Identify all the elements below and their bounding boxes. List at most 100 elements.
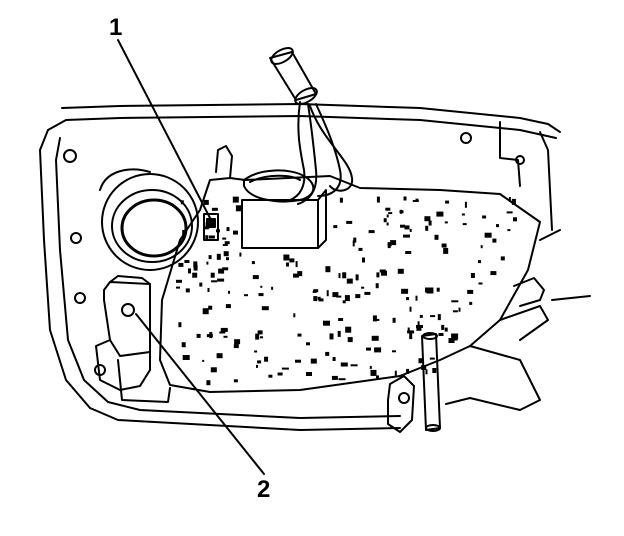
valve-port-pattern [176,196,517,386]
valve-port [386,222,389,226]
valve-port [478,260,481,264]
valve-port [352,240,355,247]
valve-port [178,322,182,328]
valve-port [397,268,404,274]
valve-port [261,306,269,311]
valve-port [451,333,459,340]
valve-port [233,230,238,235]
valve-port [206,380,211,386]
valve-port [400,224,405,228]
valve-port [233,379,238,383]
valve-port [350,364,358,367]
valve-port [401,288,409,294]
valve-port [372,315,377,322]
valve-port [436,287,440,292]
valve-port [260,285,263,288]
valve-port [297,271,303,277]
valve-port [210,367,217,373]
valve-port [400,209,402,214]
valve-port [461,213,465,216]
leader-line-2 [135,313,265,475]
valve-port [511,198,516,205]
valve-port [437,314,441,321]
valve-port [226,257,229,261]
lower-bracket [387,375,415,433]
valve-port [329,333,334,340]
valve-port [337,330,341,337]
valve-port [176,279,182,283]
valve-port [338,273,341,279]
valve-port [254,350,258,353]
valve-port [251,261,255,265]
valve-port [188,268,191,274]
valve-port [208,235,215,239]
valve-port [224,241,230,245]
valve-port [369,365,372,369]
valve-port [375,283,379,289]
valve-port [355,274,359,281]
valve-port [415,295,418,301]
valve-port [444,221,448,224]
valve-port [281,367,289,370]
valve-port [392,317,396,323]
valve-port [235,205,243,212]
valve-port [450,338,454,343]
valve-port [216,353,223,359]
valve-port [376,375,379,379]
case-outline [39,103,561,431]
valve-port [313,296,318,302]
valve-port [385,207,391,211]
valve-port [381,270,387,276]
valve-port [346,278,353,284]
valve-port [255,333,260,340]
valve-port [445,200,450,204]
valve-port [205,222,210,229]
valve-port [409,228,412,232]
valve-port [258,293,264,297]
valve-port [412,200,419,202]
valve-port [409,306,412,312]
valve-port [219,331,226,334]
valve-port [223,335,228,338]
valve-port [432,368,437,373]
valve-port [441,324,445,330]
valve-port [203,199,209,205]
valve-port [192,272,198,278]
valve-port [374,347,382,353]
valve-port [492,238,497,243]
valve-port [206,334,213,338]
valve-port [496,224,499,228]
valve-port [295,261,298,268]
valve-port [338,318,344,321]
valve-port [467,289,474,294]
valve-port [206,261,209,265]
valve-port [331,375,338,380]
valve-port [222,244,228,246]
valve-port [426,287,434,294]
valve-port [234,339,241,345]
valve-port [429,357,435,360]
valve-port [199,282,203,287]
valve-port [257,360,262,364]
valve-port [434,234,439,240]
valve-port [216,253,221,260]
valve-port [306,342,310,346]
valve-port [342,300,346,304]
valve-port [182,355,190,360]
valve-port [306,372,312,376]
valve-port [368,230,375,234]
valve-port [339,197,343,203]
valve-port [233,344,239,349]
valve-port [208,255,212,260]
valve-port [458,307,461,312]
valve-port [277,372,283,376]
valve-port [484,232,492,238]
valve-port [317,296,321,300]
valve-port [428,220,432,226]
valve-port [469,301,473,305]
valve-port [417,321,420,328]
valve-port [361,286,365,289]
valve-port [207,288,210,292]
valve-port [379,269,386,273]
valve-port [409,333,413,340]
